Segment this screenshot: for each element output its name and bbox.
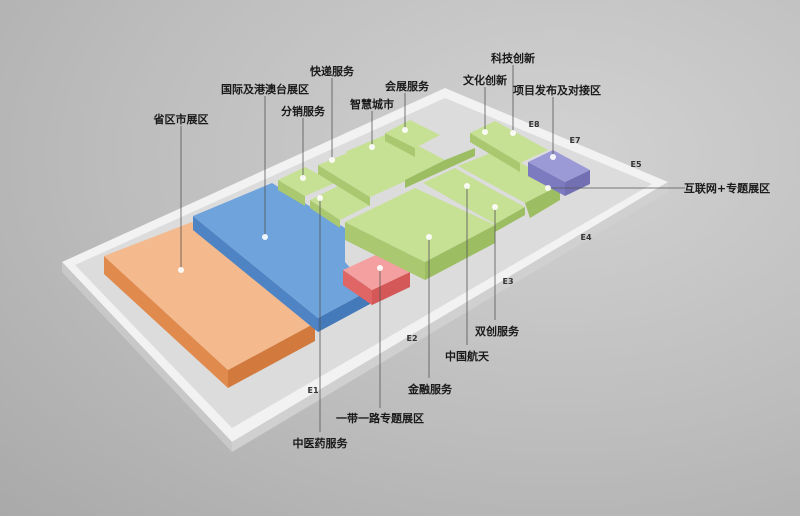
entrance-e2: E2 [406,334,418,343]
label-express[interactable]: 快递服务 [310,65,354,78]
block-project[interactable] [528,150,590,196]
label-finance[interactable]: 金融服务 [408,383,452,396]
label-aerospace[interactable]: 中国航天 [445,350,489,363]
label-innovation[interactable]: 双创服务 [475,325,519,338]
entrance-e1: E1 [307,386,319,395]
label-tcm[interactable]: 中医药服务 [292,437,348,450]
zone-dots [178,127,556,273]
label-internet[interactable]: 互联网+专题展区 [683,182,771,195]
green-blocks[interactable] [278,120,560,280]
label-distribution[interactable]: 分销服务 [281,105,325,118]
entrance-e3: E3 [502,277,514,286]
leader-lines [180,65,685,432]
label-project[interactable]: 项目发布及对接区 [513,84,601,97]
label-smartcity[interactable]: 智慧城市 [350,98,394,111]
label-culture[interactable]: 文化创新 [463,74,507,87]
entrance-e5: E5 [630,160,642,169]
entrance-e7: E7 [569,136,581,145]
label-beltroad[interactable]: 一带一路专题展区 [336,412,424,425]
block-province[interactable] [104,222,315,388]
label-province[interactable]: 省区市展区 [153,113,209,126]
label-intl[interactable]: 国际及港澳台展区 [221,83,309,96]
label-tech[interactable]: 科技创新 [491,52,535,65]
entrance-e8: E8 [528,120,540,129]
label-exhibition[interactable]: 会展服务 [385,80,429,93]
entrance-e4: E4 [580,233,592,242]
